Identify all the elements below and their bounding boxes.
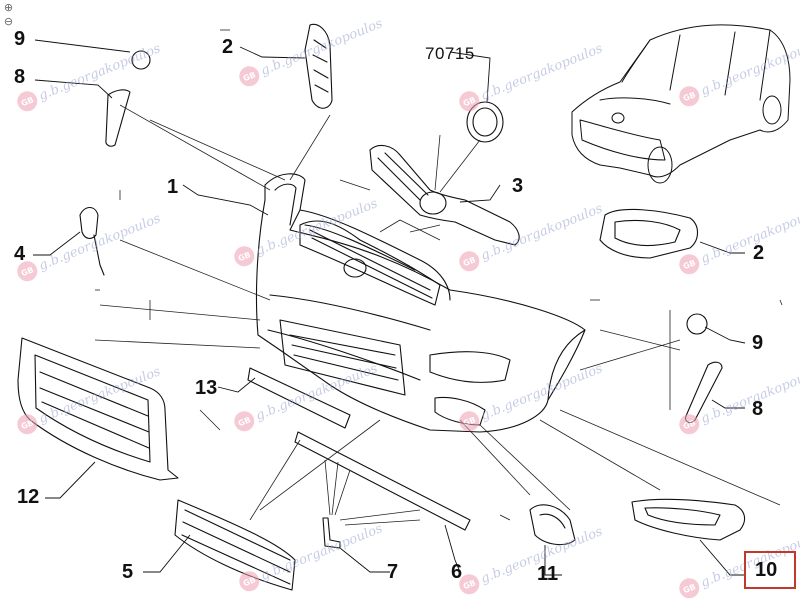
leader-2-right <box>699 241 745 254</box>
leader-10 <box>699 539 745 576</box>
leader-11 <box>544 545 562 576</box>
callout-9-right[interactable]: 9 <box>752 332 764 354</box>
callout-9[interactable]: 9 <box>14 28 26 50</box>
grille-frame-part <box>369 144 520 246</box>
leader-13 <box>217 377 256 393</box>
bracket-left-part <box>304 23 333 109</box>
chrome-strip-part <box>294 431 471 531</box>
trim-strip-left-part <box>105 89 131 147</box>
callout-11[interactable]: 11 <box>537 563 559 585</box>
callout-6[interactable]: 6 <box>451 561 463 583</box>
upper-grille-part <box>299 220 441 306</box>
leader-4 <box>33 231 81 256</box>
callout-3[interactable]: 3 <box>512 175 524 197</box>
callout-10[interactable]: 10 <box>755 559 778 581</box>
callout-7[interactable]: 7 <box>387 561 399 583</box>
leader-7 <box>339 547 390 573</box>
emblem-small-part <box>131 50 151 70</box>
leader-9-top <box>34 39 131 53</box>
emblem-small-right-part <box>686 313 708 335</box>
callout-12[interactable]: 12 <box>17 486 40 508</box>
callout-8[interactable]: 8 <box>14 66 26 88</box>
highlight-box <box>744 551 796 589</box>
bumper-cover-part <box>255 173 586 433</box>
leader-9-right <box>704 326 746 344</box>
leader-2-top <box>239 46 306 59</box>
leader-12 <box>45 461 96 499</box>
clip-part <box>322 517 341 549</box>
zoom-out-icon[interactable]: ⊖ <box>3 15 14 28</box>
trim-strip-right-part <box>685 361 723 424</box>
fiat-emblem-part <box>466 101 504 143</box>
callout-13[interactable]: 13 <box>195 377 218 399</box>
fog-cover-right-part <box>529 504 576 546</box>
leader-6 <box>444 524 461 573</box>
lower-strip-part <box>247 367 351 429</box>
part-number-label[interactable]: 70715 <box>425 44 475 63</box>
callout-8-right[interactable]: 8 <box>752 398 764 420</box>
callout-2[interactable]: 2 <box>222 36 234 58</box>
leader-70715 <box>449 51 491 103</box>
lower-grille-part <box>174 499 296 591</box>
lower-grille-frame-part <box>17 337 179 481</box>
leader-1 <box>182 184 269 216</box>
car-thumbnail <box>571 24 791 184</box>
leader-5 <box>143 534 191 573</box>
callout-1[interactable]: 1 <box>167 176 179 198</box>
leader-3 <box>459 184 501 203</box>
drl-frame-part <box>631 498 746 541</box>
callout-4[interactable]: 4 <box>14 243 26 265</box>
fog-lamp-frame-part <box>599 208 699 259</box>
callout-5[interactable]: 5 <box>122 561 134 583</box>
leader-8-top <box>34 79 113 99</box>
callout-2-right[interactable]: 2 <box>753 242 765 264</box>
zoom-in-icon[interactable]: ⊕ <box>3 1 14 14</box>
leader-8-right <box>711 399 745 409</box>
sensor-bracket-part <box>79 206 105 276</box>
